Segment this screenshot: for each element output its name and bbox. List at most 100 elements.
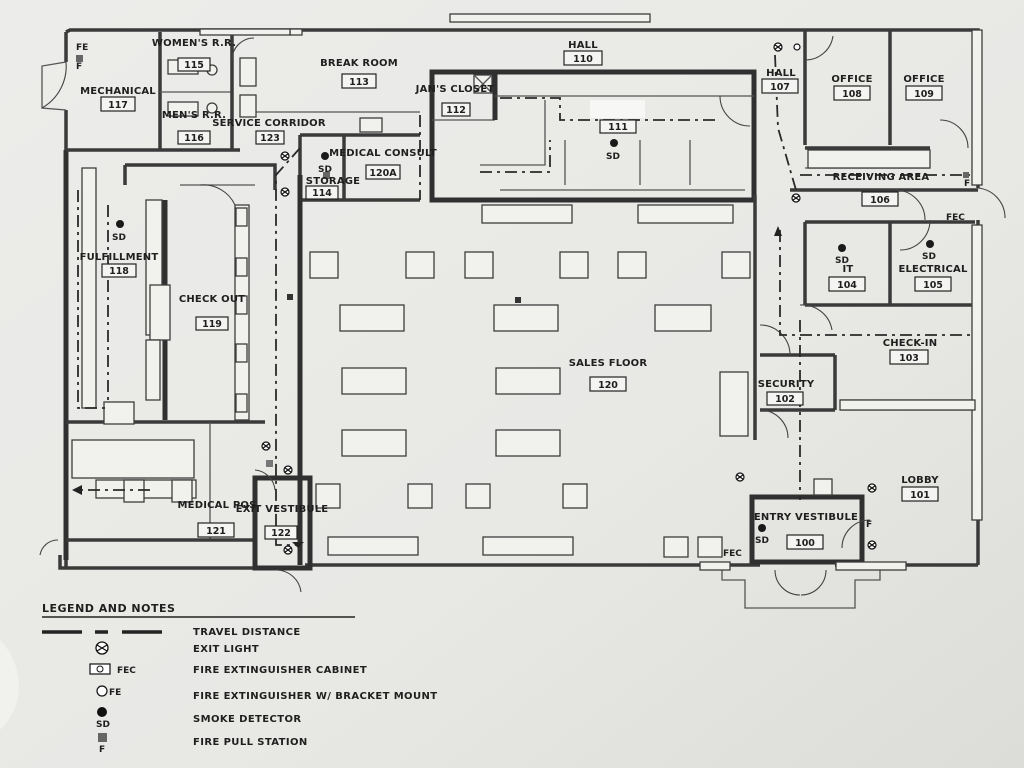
room-mens-rr: MEN'S R.R. 116: [162, 110, 226, 145]
smoke-detector-label: SD: [606, 152, 620, 162]
smoke-detector-icon: [926, 240, 934, 248]
legend-symbol-label: SD: [96, 720, 110, 730]
room-name: CHECK-IN: [883, 338, 938, 349]
room-name: WOMEN'S R.R.: [152, 38, 236, 49]
exit-light-icon: [261, 441, 271, 451]
smoke-detector-icon: [97, 707, 107, 717]
room-hall-107: HALL 107: [761, 68, 799, 94]
room-name: ENTRY VESTIBULE: [754, 512, 858, 523]
room-number: 108: [842, 89, 862, 100]
room-office-108: OFFICE 108: [831, 74, 872, 101]
legend-label: FIRE PULL STATION: [193, 737, 308, 748]
room-name: RECEIVING AREA: [833, 172, 930, 183]
room-number: 100: [795, 538, 815, 549]
room-mechanical: MECHANICAL 117: [80, 86, 156, 112]
room-jan-closet: JAN'S CLOSET 112: [415, 84, 495, 117]
room-receiving-area: RECEIVING AREA 106: [833, 172, 930, 207]
room-name: STORAGE: [306, 176, 360, 187]
room-check-out: CHECK OUT 119: [179, 294, 245, 331]
room-number: 118: [109, 266, 129, 277]
smoke-detector-icon: [838, 244, 846, 252]
room-name: HALL: [568, 40, 598, 51]
fire-extinguisher-bracket-label: FE: [76, 43, 88, 53]
room-name: MEN'S R.R.: [162, 110, 226, 121]
room-exit-vestibule: EXIT VESTIBULE 122: [236, 504, 329, 540]
room-number: 120: [598, 380, 618, 391]
room-lobby: LOBBY 101: [901, 475, 939, 502]
legend-item-exit-light: EXIT LIGHT: [95, 641, 259, 655]
fire-pull-station-icon: [963, 172, 969, 178]
smoke-detector-label: SD: [318, 165, 332, 175]
legend-label: EXIT LIGHT: [193, 644, 259, 655]
legend-label: TRAVEL DISTANCE: [193, 627, 301, 638]
legend-symbol-label: FE: [109, 688, 121, 698]
room-electrical: ELECTRICAL 105: [898, 264, 968, 292]
room-number: 106: [870, 195, 890, 206]
fire-pull-station-icon: [323, 172, 330, 179]
room-storage: STORAGE 114: [305, 176, 360, 200]
life-safety-symbols: FE F SD SD SD SD SD SD F F FEC FEC: [76, 42, 970, 559]
room-name: CHECK OUT: [179, 294, 245, 305]
room-name: SERVICE CORRIDOR: [212, 118, 326, 129]
exit-light-icon: [793, 43, 801, 51]
room-medical-consult: MEDICAL CONSULT 120A: [329, 148, 437, 180]
room-number: 109: [914, 89, 934, 100]
room-service-corridor: SERVICE CORRIDOR 123: [212, 118, 326, 145]
smoke-detector-label: SD: [835, 256, 849, 266]
room-name: FULFILLMENT: [80, 252, 159, 263]
room-entry-vestibule: ENTRY VESTIBULE 100: [754, 512, 858, 550]
legend-item-fire-extinguisher-cabinet: FEC FIRE EXTINGUISHER CABINET: [89, 663, 367, 676]
exit-light-icon: [791, 193, 801, 203]
room-number: 115: [184, 60, 204, 71]
smoke-detector-label: SD: [755, 536, 769, 546]
room-name: MECHANICAL: [80, 86, 156, 97]
smoke-detector-icon: [321, 152, 329, 160]
room-it: IT 104: [828, 264, 866, 292]
exit-light-icon: [735, 472, 745, 482]
room-security: SECURITY 102: [758, 379, 815, 406]
room-name: JAN'S CLOSET: [415, 84, 495, 95]
room-name: EXIT VESTIBULE: [236, 504, 329, 515]
room-hall-110: HALL 110: [563, 40, 603, 66]
fire-pull-label: F: [76, 62, 82, 72]
room-number: 110: [573, 54, 593, 65]
walls: [41, 28, 980, 609]
legend-item-fire-pull-station: F FIRE PULL STATION: [98, 733, 308, 755]
legend-symbol-label: FEC: [117, 666, 136, 676]
room-number: 120A: [369, 168, 397, 179]
smoke-detector-label: SD: [922, 252, 936, 262]
room-number: 116: [184, 133, 204, 144]
room-number: 102: [775, 394, 795, 405]
room-name: ELECTRICAL: [898, 264, 967, 275]
room-name: OFFICE: [903, 74, 944, 85]
paper-fold: [0, 640, 19, 730]
fire-pull-station-icon: [287, 294, 293, 300]
legend-title: LEGEND AND NOTES: [42, 602, 175, 615]
room-fulfillment: FULFILLMENT 118: [80, 252, 159, 278]
room-number: 122: [271, 528, 291, 539]
room-111: 111: [599, 119, 637, 134]
smoke-detector-icon: [116, 220, 124, 228]
legend-label: SMOKE DETECTOR: [193, 714, 301, 725]
smoke-detector-icon: [610, 139, 618, 147]
room-break-room: BREAK ROOM 113: [320, 58, 398, 89]
room-office-109: OFFICE 109: [903, 74, 944, 101]
room-name: SECURITY: [758, 379, 815, 390]
room-check-in: CHECK-IN 103: [883, 338, 938, 365]
fire-extinguisher-cabinet-icon: [89, 663, 111, 675]
legend-item-travel-distance: TRAVEL DISTANCE: [42, 627, 301, 638]
door-swings: [39, 35, 1006, 596]
fire-pull-station-icon: [266, 460, 273, 467]
room-medical-pos: MEDICAL POS 121: [178, 500, 256, 538]
exit-light-icon: [773, 42, 783, 52]
legend-item-fire-extinguisher-bracket: FE FIRE EXTINGUISHER W/ BRACKET MOUNT: [96, 685, 437, 702]
room-number: 107: [770, 82, 790, 93]
room-name: BREAK ROOM: [320, 58, 398, 69]
room-number: 123: [260, 133, 280, 144]
exit-light-icon: [280, 151, 290, 161]
legend: LEGEND AND NOTES TRAVEL DISTANCE EXIT LI…: [42, 602, 437, 755]
fire-pull-station-icon: [98, 733, 107, 742]
smoke-detector-label: SD: [112, 233, 126, 243]
exit-light-icon: [95, 641, 109, 655]
